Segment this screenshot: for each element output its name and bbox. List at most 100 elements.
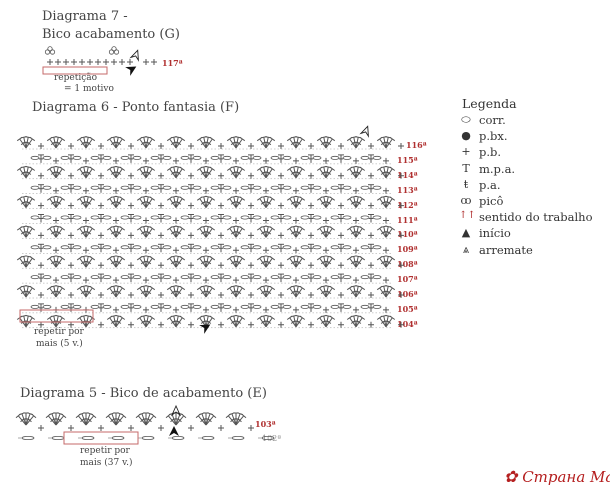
double-crochet-top [299, 136, 306, 142]
double-crochet-bar [27, 418, 32, 423]
double-crochet-top [299, 166, 306, 171]
chain-stitch-mark [300, 185, 310, 190]
double-crochet-bar [327, 320, 332, 324]
single-crochet-mark [113, 157, 119, 164]
single-crochet-mark [368, 202, 374, 209]
double-crochet-bar [207, 290, 212, 295]
single-crochet-mark [188, 321, 194, 328]
double-crochet-bar [207, 141, 212, 146]
single-crochet-mark [338, 232, 344, 239]
chain-stitch-icon: ⬭ [461, 113, 471, 126]
double-crochet-bar [267, 141, 272, 146]
chain-stitch-mark [240, 245, 250, 250]
single-crochet-mark [188, 425, 194, 431]
chain-stitch-mark [300, 245, 310, 250]
chain-stitch-mark [60, 245, 70, 250]
chain-stitch-mark [150, 304, 160, 309]
double-crochet-top [239, 285, 246, 291]
chain-stitch-mark [102, 245, 112, 250]
diagram5-repeat-label-2: mais (37 v.) [80, 458, 133, 468]
single-crochet-mark [188, 232, 194, 239]
single-crochet-mark [128, 172, 134, 179]
double-crochet-top [29, 285, 36, 291]
diagram7-repeat-label-2: = 1 motivo [64, 84, 114, 94]
single-crochet-mark [113, 277, 119, 284]
chain-stitch-mark [201, 435, 215, 440]
diagram6-title: Diagrama 6 - Ponto fantasia (F) [32, 100, 240, 115]
double-crochet-bar [387, 141, 392, 146]
double-crochet-top [359, 256, 366, 261]
single-crochet-mark [398, 172, 404, 179]
single-crochet-mark [53, 247, 59, 254]
chain-stitch-mark [21, 435, 35, 440]
double-crochet-top [119, 196, 126, 201]
double-crochet-top [359, 315, 366, 320]
double-crochet-top [269, 256, 276, 261]
double-crochet-top [211, 413, 217, 419]
single-crochet-mark [95, 59, 101, 65]
chain-stitch-mark [270, 245, 280, 250]
single-crochet-mark [218, 321, 224, 328]
chain-stitch-mark [162, 215, 172, 220]
chain-stitch-mark [312, 275, 322, 280]
double-crochet-top [59, 256, 66, 261]
double-crochet-bar [387, 261, 392, 265]
double-crochet-top [89, 315, 96, 320]
double-crochet-bar [357, 261, 362, 265]
single-crochet-mark [323, 306, 329, 313]
chain-stitch-mark [120, 245, 130, 250]
double-crochet-bar [87, 201, 92, 205]
repeat-box [19, 309, 94, 323]
double-crochet-top [59, 166, 66, 171]
single-crochet-mark [383, 157, 389, 164]
double-crochet-top [89, 166, 96, 171]
single-crochet-mark [293, 217, 299, 224]
single-crochet-mark [173, 187, 179, 194]
finish-marker [129, 49, 139, 62]
double-crochet-top [389, 256, 396, 261]
finish-marker [170, 404, 182, 417]
double-crochet-bar [27, 290, 32, 295]
double-crochet-bar [357, 231, 362, 235]
single-crochet-mark [98, 172, 104, 179]
chain-stitch-mark [81, 435, 95, 440]
row-label: 115ª [397, 154, 418, 165]
double-crochet-bar [177, 231, 182, 235]
chain-stitch-mark [360, 245, 370, 250]
chain-stitch-mark [330, 185, 340, 190]
double-crochet-bar [177, 141, 182, 146]
chain-stitch-mark [312, 185, 322, 190]
double-crochet-bar [27, 201, 32, 205]
double-crochet-top [149, 256, 156, 261]
start-marker [125, 66, 137, 76]
chain-stitch-mark [120, 215, 130, 220]
double-crochet-top [59, 226, 66, 231]
single-crochet-mark [353, 217, 359, 224]
start-icon: ▲ [461, 226, 471, 240]
single-crochet-mark [47, 59, 53, 65]
double-crochet-bar [207, 418, 212, 423]
double-crochet-bar [297, 171, 302, 175]
double-crochet-bar [357, 320, 362, 324]
chain-stitch-mark [252, 155, 262, 160]
single-crochet-mark [203, 187, 209, 194]
double-crochet-top [179, 315, 186, 320]
chain-stitch-mark [330, 215, 340, 220]
single-crochet-mark [83, 157, 89, 164]
double-crochet-bar [147, 201, 152, 205]
single-crochet-mark [113, 187, 119, 194]
chain-stitch-mark [270, 304, 280, 309]
single-crochet-mark [119, 59, 125, 65]
double-crochet-bar [297, 141, 302, 146]
double-crochet-bar [87, 141, 92, 146]
chain-stitch-mark [312, 245, 322, 250]
single-crochet-mark [398, 232, 404, 239]
single-crochet-mark [218, 292, 224, 298]
double-crochet-top [389, 196, 396, 201]
single-crochet-mark [158, 143, 164, 149]
double-crochet-bar [237, 201, 242, 205]
chain-stitch-mark [132, 155, 142, 160]
double-crochet-bar [387, 231, 392, 235]
single-crochet-mark [263, 187, 269, 194]
double-crochet-bar [57, 290, 62, 295]
